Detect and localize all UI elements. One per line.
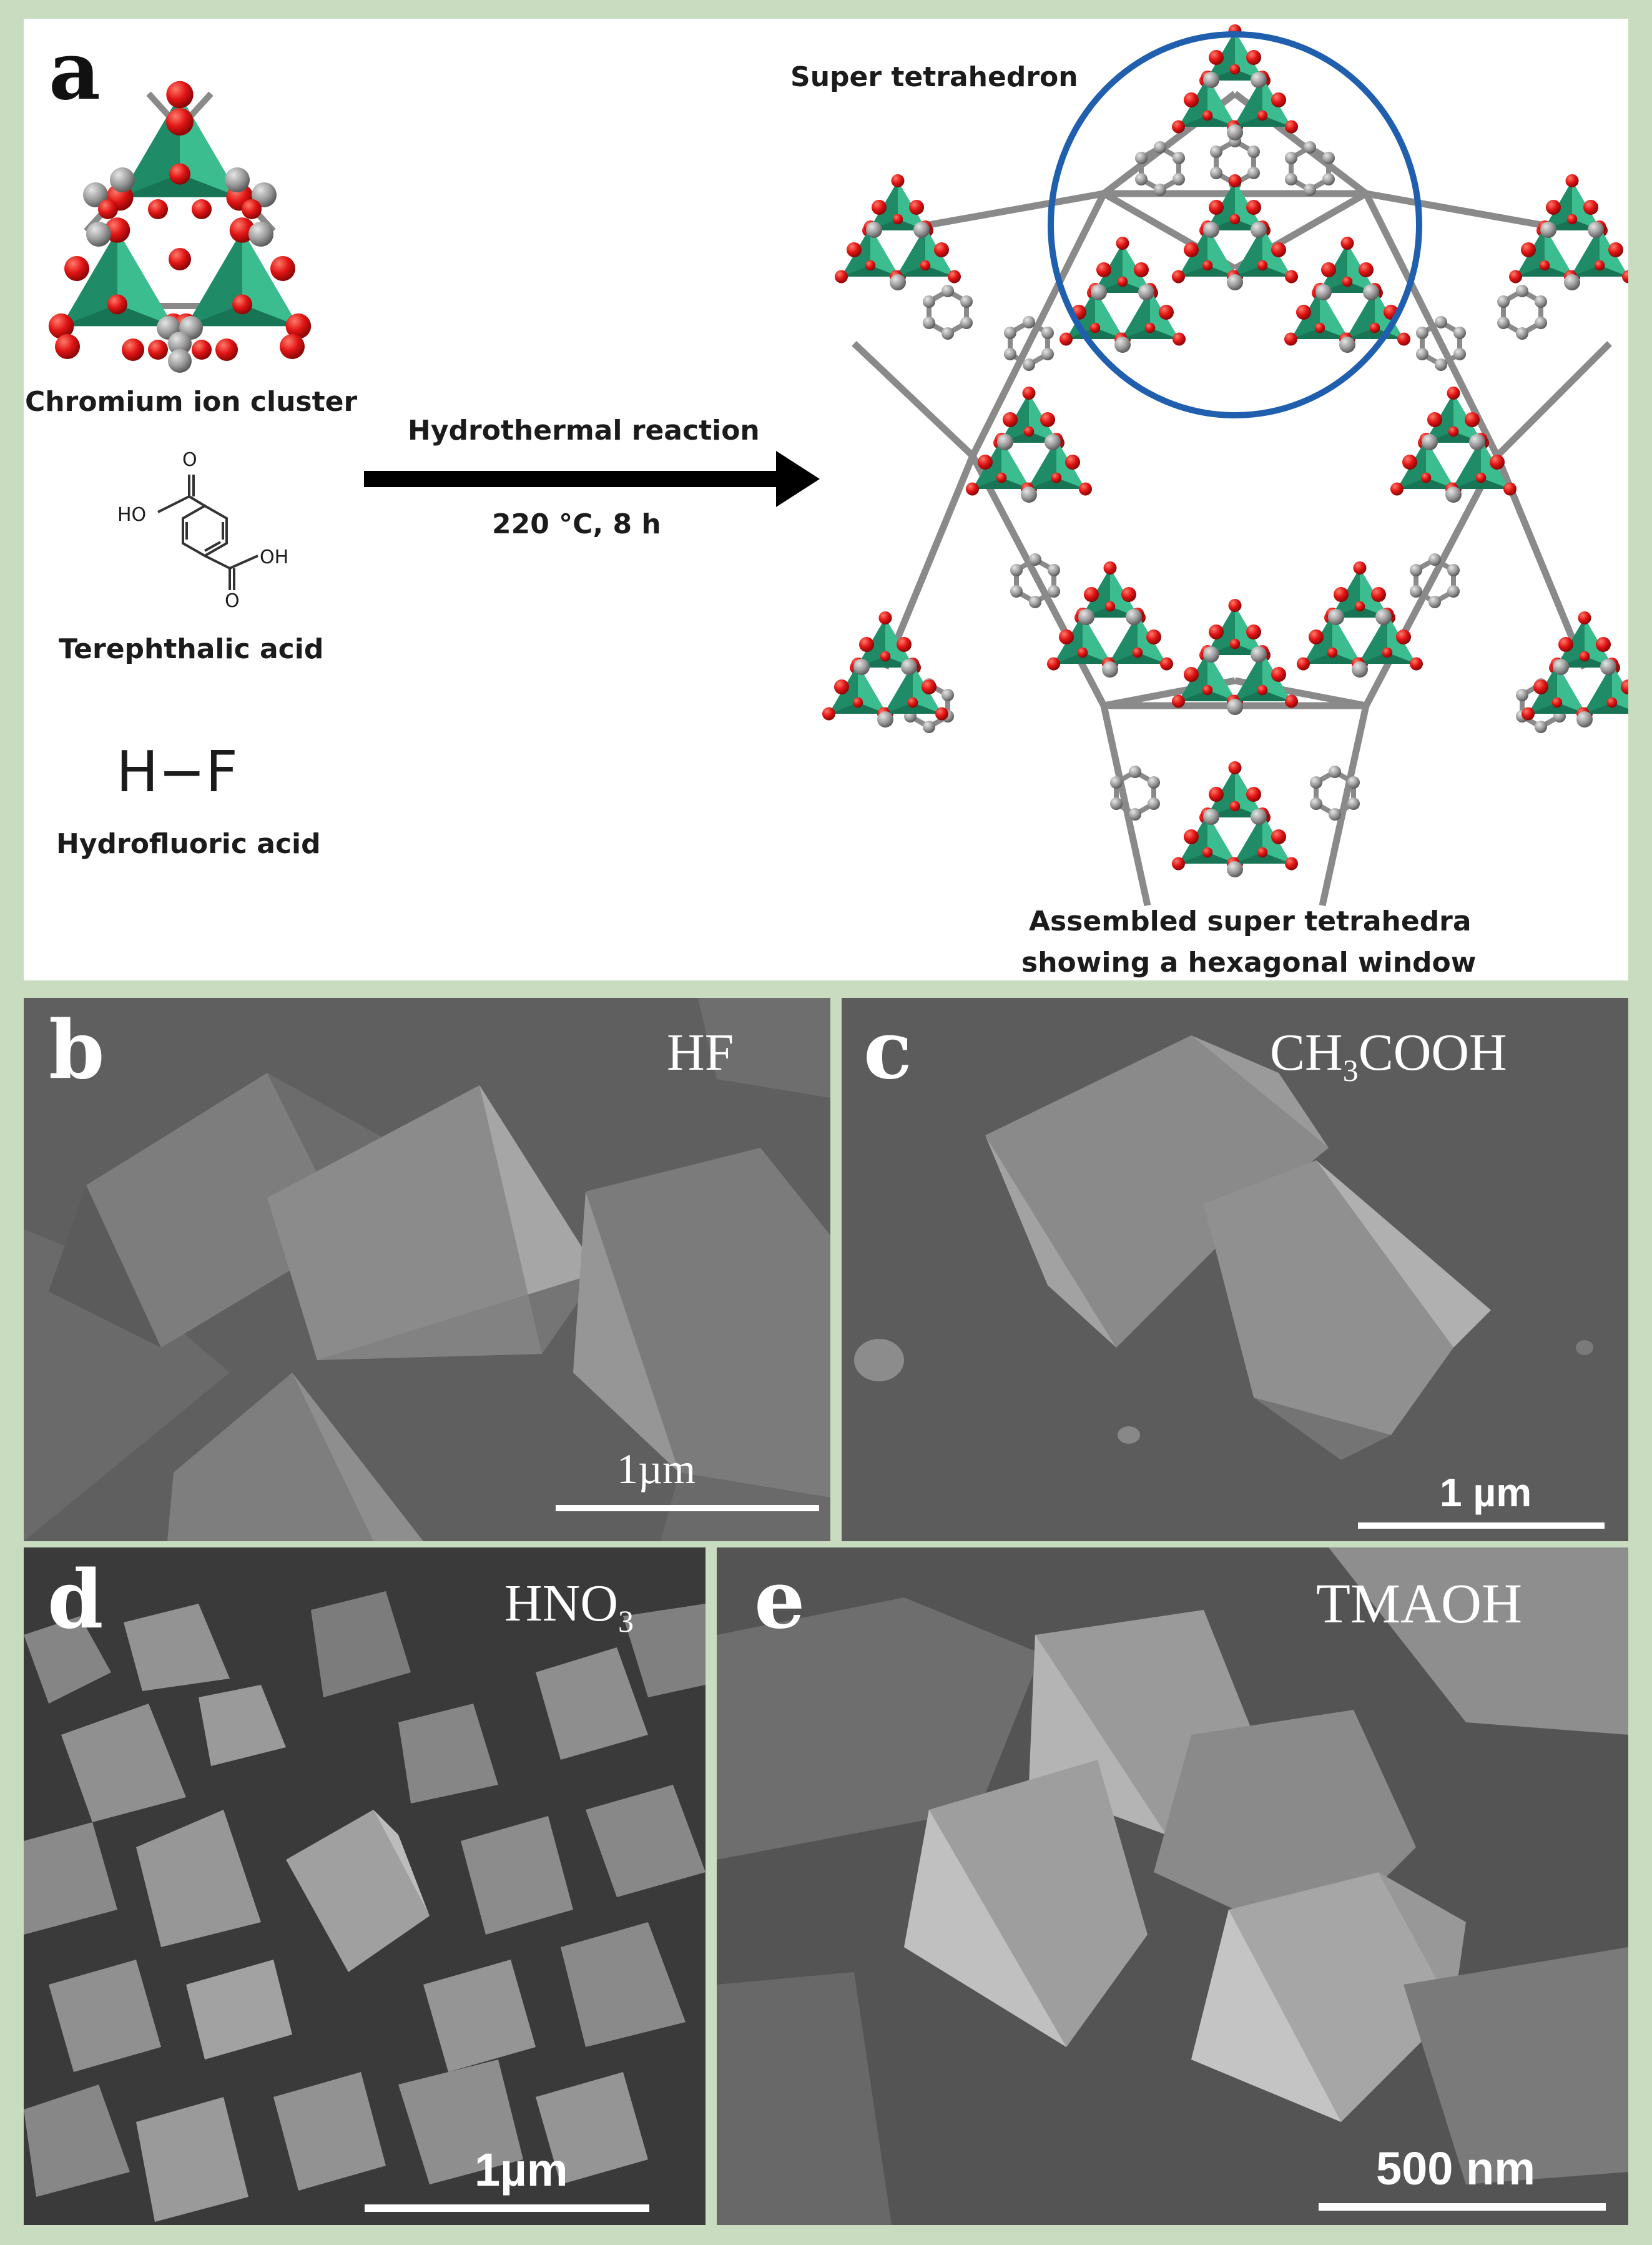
scale-bar-label-d: 1µm — [474, 2144, 568, 2196]
sem-image-tmaoh — [717, 1547, 1628, 2225]
linker-o-top-label: O — [182, 449, 197, 471]
super-tetrahedron-circle — [1048, 31, 1422, 418]
reaction-arrow — [364, 451, 820, 507]
super-tetrahedron-label: Super tetrahedron — [790, 61, 1078, 93]
scale-bar-b — [556, 1505, 819, 1511]
panel-d-sem: d HNO3 1µm — [24, 1547, 706, 2225]
scale-bar-d — [365, 2204, 649, 2212]
scale-bar-label-c: 1 µm — [1440, 1470, 1532, 1515]
panel-letter-d: d — [47, 1553, 104, 1647]
sem-image-acetic-acid — [842, 998, 1628, 1541]
condition-tag-tmaoh: TMAOH — [1316, 1573, 1522, 1635]
tag-c-rest: COOH — [1358, 1024, 1507, 1082]
tag-c-main: CH — [1270, 1024, 1343, 1082]
terephthalic-acid-structure — [157, 475, 258, 590]
synthesis-scheme — [48, 19, 1628, 907]
assembled-label-line1: Assembled super tetrahedra — [1029, 905, 1472, 937]
panel-e-sem: e TMAOH 500 nm — [717, 1547, 1628, 2225]
assembled-label-line2: showing a hexagonal window — [1021, 947, 1477, 979]
condition-tag-acetic-acid: CH3COOH — [1270, 1024, 1507, 1088]
linker-o-bottom-label: O — [225, 590, 240, 612]
panel-c-sem: c CH3COOH 1 µm — [842, 998, 1628, 1541]
framework-structure — [822, 24, 1628, 907]
panel-a-scheme: a Chromium ion cluster HO OH O O Terepht… — [24, 19, 1628, 980]
scale-bar-e — [1319, 2203, 1606, 2211]
panel-letter-a: a — [49, 24, 101, 118]
condition-tag-nitric-acid: HNO3 — [504, 1577, 634, 1637]
condition-tag-hf: HF — [667, 1024, 734, 1082]
tag-c-sub: 3 — [1342, 1053, 1359, 1088]
panel-letter-e: e — [754, 1553, 805, 1647]
chromium-cluster-label: Chromium ion cluster — [25, 386, 358, 418]
linker-ho-label: HO — [117, 504, 147, 526]
panel-letter-b: b — [49, 1004, 105, 1097]
tag-d-main: HNO — [504, 1574, 618, 1632]
scale-bar-label-b: 1µm — [617, 1445, 696, 1493]
reaction-label: Hydrothermal reaction — [408, 415, 760, 447]
chromium-cluster-illustration — [48, 81, 312, 373]
scale-bar-c — [1358, 1522, 1605, 1529]
tag-d-sub: 3 — [618, 1604, 634, 1639]
panel-letter-c: c — [863, 1004, 912, 1097]
hydrofluoric-acid-label: Hydrofluoric acid — [56, 828, 321, 860]
terephthalic-acid-label: Terephthalic acid — [59, 633, 324, 665]
sem-image-nitric-acid — [24, 1547, 706, 2225]
panel-b-sem: b HF 1µm — [24, 998, 830, 1541]
sem-image-hf — [24, 998, 830, 1541]
hf-formula: H−F — [116, 739, 238, 805]
linker-oh-label: OH — [260, 546, 289, 568]
reaction-conditions: 220 °C, 8 h — [492, 508, 661, 540]
scale-bar-label-e: 500 nm — [1376, 2143, 1536, 2194]
